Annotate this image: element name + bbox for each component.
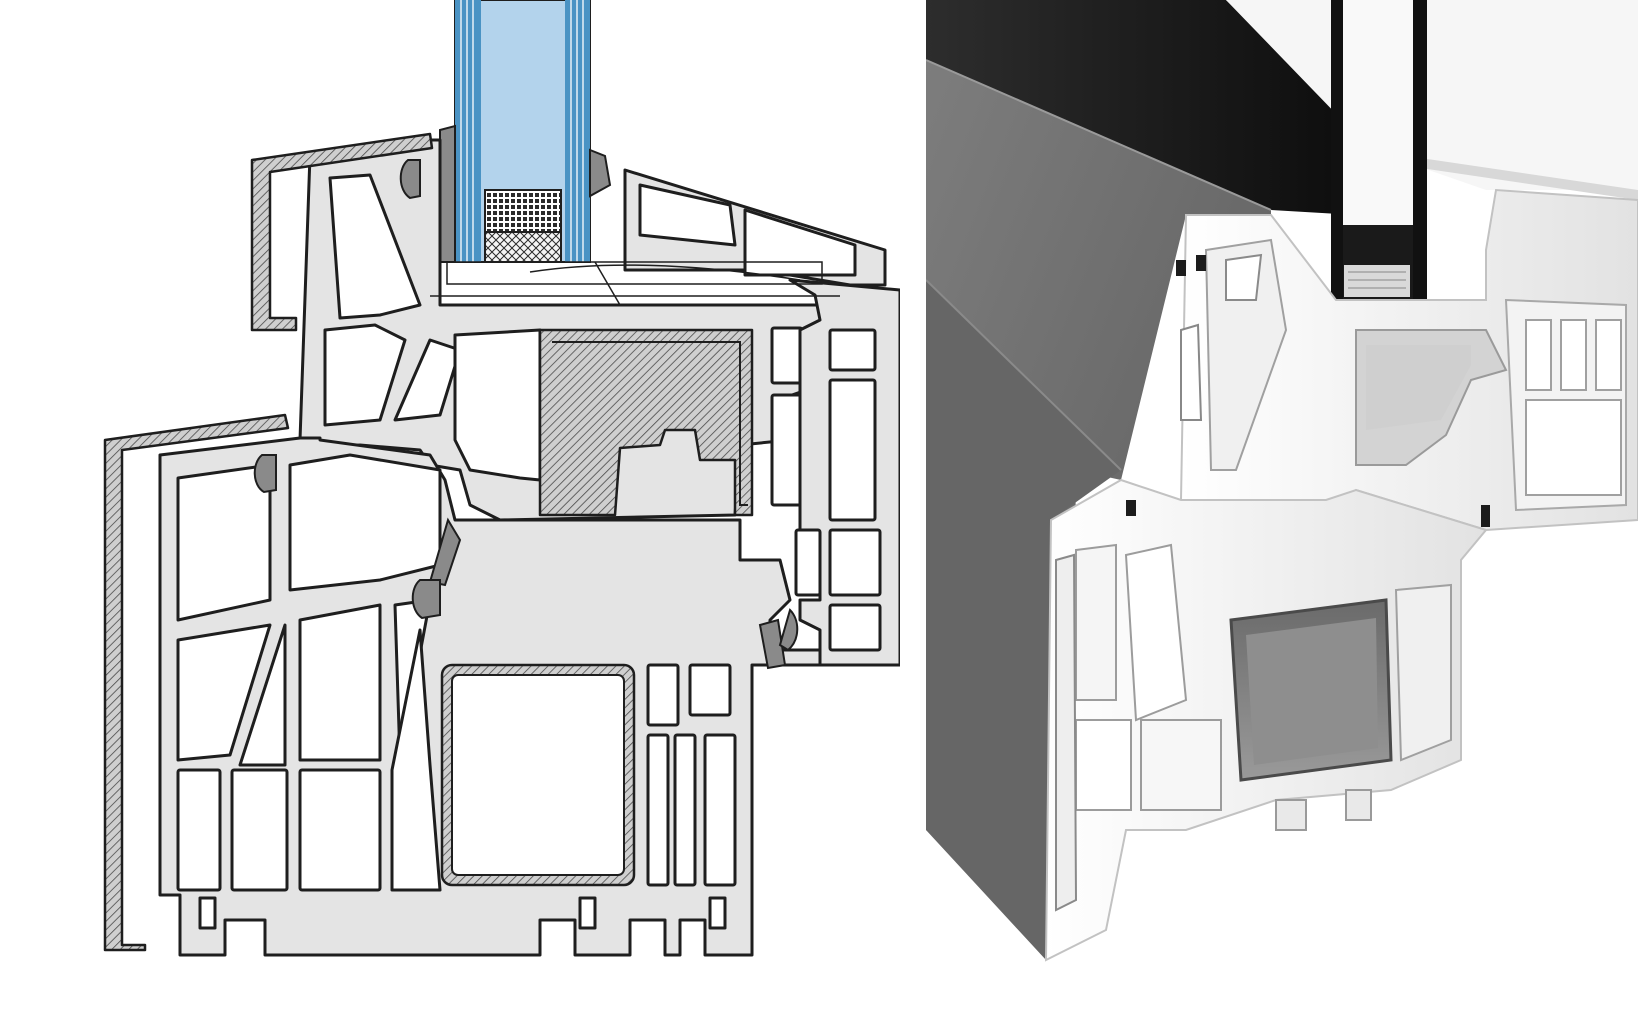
cross-section-drawing (103, 0, 900, 957)
gaskets (253, 159, 799, 670)
glass-panes (1331, 0, 1427, 320)
sash-chambers (323, 173, 872, 507)
profile-3d-render (926, 0, 1638, 962)
frame-chambers (176, 328, 882, 930)
sash-cut-face (1179, 188, 1638, 532)
cladding-foil (103, 132, 434, 952)
cross-section-drawing-panel (103, 0, 900, 957)
glass-gaskets (439, 124, 612, 263)
frame-cut-face (1044, 260, 1488, 962)
frame-gasket (1481, 505, 1490, 527)
sash-top-surface (1226, 0, 1638, 190)
glazing-bead-lines (430, 261, 840, 306)
frame-reinforcement (440, 663, 636, 887)
glazing-unit (454, 0, 591, 263)
top-gasket-strip (926, 0, 1356, 215)
sash-reinforcement (538, 328, 754, 517)
frame-outer-face (926, 280, 1121, 960)
profile-3d-render-panel (926, 0, 1638, 1024)
